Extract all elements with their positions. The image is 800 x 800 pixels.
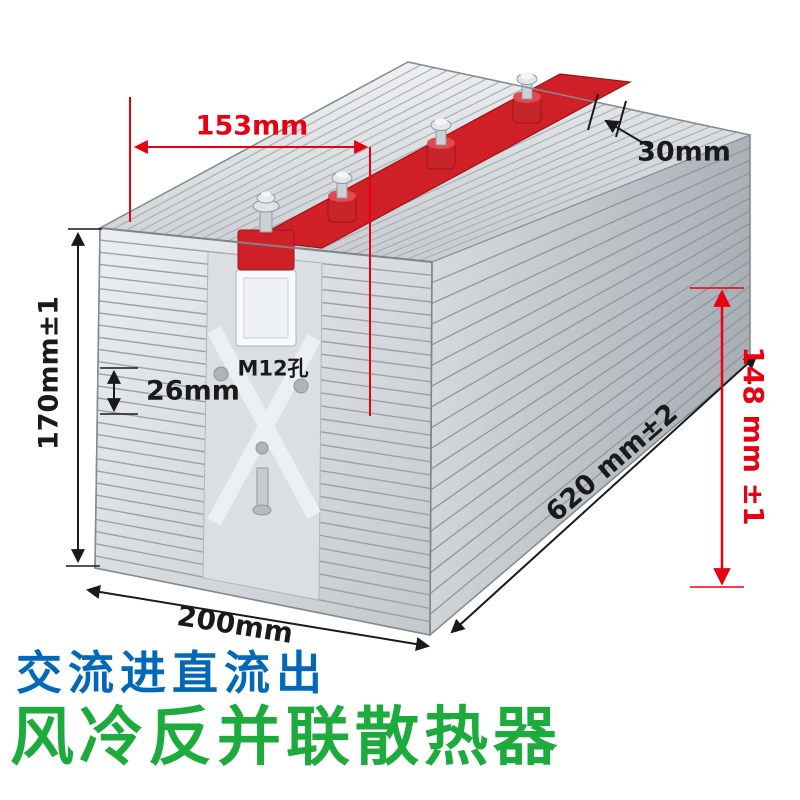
dim-label-side-height: 148 mm ±1 — [737, 346, 770, 526]
dim-label-slot: 26mm — [146, 375, 240, 407]
terminal-standoff — [426, 118, 456, 170]
terminal-standoff — [512, 72, 542, 124]
diode-module — [235, 191, 297, 347]
top-front-edge — [99, 227, 433, 263]
clamp-nut — [252, 504, 272, 516]
terminal-standoff — [327, 171, 357, 223]
m12-hole — [213, 366, 229, 382]
clamp-block — [237, 229, 295, 271]
dim-label-fin-pitch: 30mm — [637, 136, 731, 168]
dim-label-height: 170mm±1 — [33, 295, 65, 451]
dim-label-hole: M12孔 — [237, 356, 309, 381]
caption-product-title: 风冷反并联散热器 — [10, 701, 562, 775]
caption-ac-in-dc-out: 交流进直流出 — [16, 646, 328, 700]
x-web — [207, 334, 321, 526]
dim-label-top-length: 153mm — [195, 110, 309, 142]
clamp-stud — [256, 467, 269, 509]
m12-hole — [255, 441, 269, 455]
front-right-edge — [429, 261, 433, 636]
m12-hole — [293, 378, 309, 394]
dimension-lines — [66, 93, 758, 651]
